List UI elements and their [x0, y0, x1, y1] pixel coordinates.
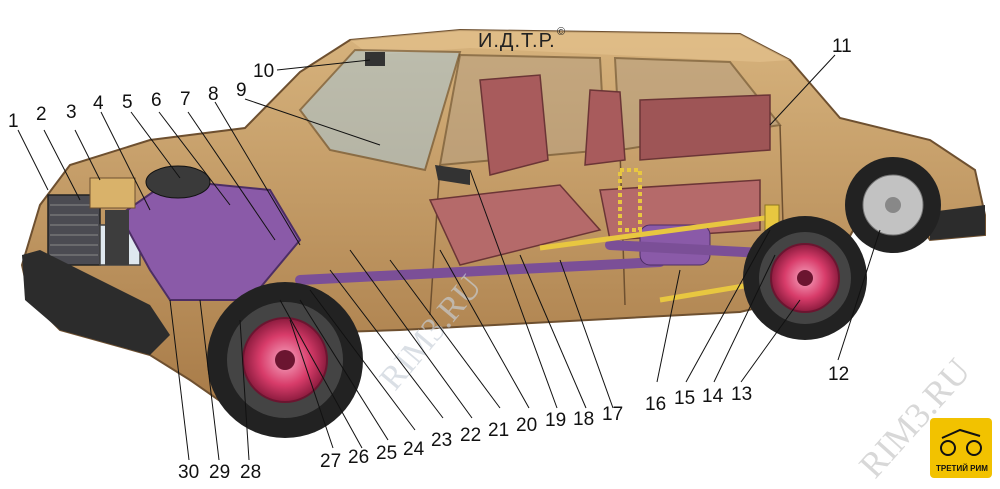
callout-13: 13 [731, 384, 752, 405]
callout-24: 24 [403, 439, 425, 460]
callout-29: 29 [209, 462, 230, 483]
callout-18: 18 [573, 409, 594, 430]
callout-10: 10 [253, 61, 274, 82]
callout-21: 21 [488, 420, 509, 441]
callout-6: 6 [151, 90, 162, 111]
leader-lines [17, 54, 881, 461]
callout-26: 26 [348, 447, 369, 468]
callout-25: 25 [376, 443, 397, 464]
front-wheel [207, 282, 363, 438]
callout-16: 16 [645, 394, 666, 415]
callout-19: 19 [545, 410, 566, 431]
third-rome-logo: ТРЕТИЙ РИМ [930, 418, 992, 478]
rear-bumper [930, 205, 985, 240]
callout-27: 27 [320, 451, 341, 472]
callout-17: 17 [602, 404, 623, 425]
callout-15: 15 [674, 388, 695, 409]
rear-spring [618, 168, 642, 232]
callout-20: 20 [516, 415, 537, 436]
rear-wheel [743, 216, 867, 340]
rearview-mirror [365, 52, 385, 66]
callout-12: 12 [828, 364, 849, 385]
drivetrain [295, 224, 805, 285]
right-rear-wheel [845, 157, 941, 253]
callout-28: 28 [240, 462, 261, 483]
callout-3: 3 [66, 102, 77, 123]
svg-text:ТРЕТИЙ РИМ: ТРЕТИЙ РИМ [936, 464, 988, 473]
callout-7: 7 [180, 89, 191, 110]
callout-4: 4 [93, 93, 104, 114]
callout-5: 5 [122, 92, 133, 113]
callout-23: 23 [431, 430, 452, 451]
callout-14: 14 [702, 386, 724, 407]
callout-2: 2 [36, 104, 47, 125]
seats [428, 74, 771, 266]
copyright-mark: © [557, 26, 565, 38]
battery [89, 177, 136, 209]
air-filter [145, 165, 211, 199]
callout-8: 8 [208, 84, 219, 105]
side-mirror [435, 165, 470, 185]
radiator [105, 210, 129, 265]
callout-numbers: 1 2 3 4 5 6 7 8 9 10 11 12 13 14 15 16 1… [8, 36, 852, 483]
front-bumper [22, 250, 170, 355]
windshield [298, 48, 462, 172]
callout-1: 1 [8, 111, 19, 132]
callout-11: 11 [832, 36, 852, 57]
callout-9: 9 [236, 80, 247, 101]
illustration-credit: И.Д.Т.Р. [478, 30, 556, 52]
callout-22: 22 [460, 425, 481, 446]
callout-30: 30 [178, 462, 199, 483]
